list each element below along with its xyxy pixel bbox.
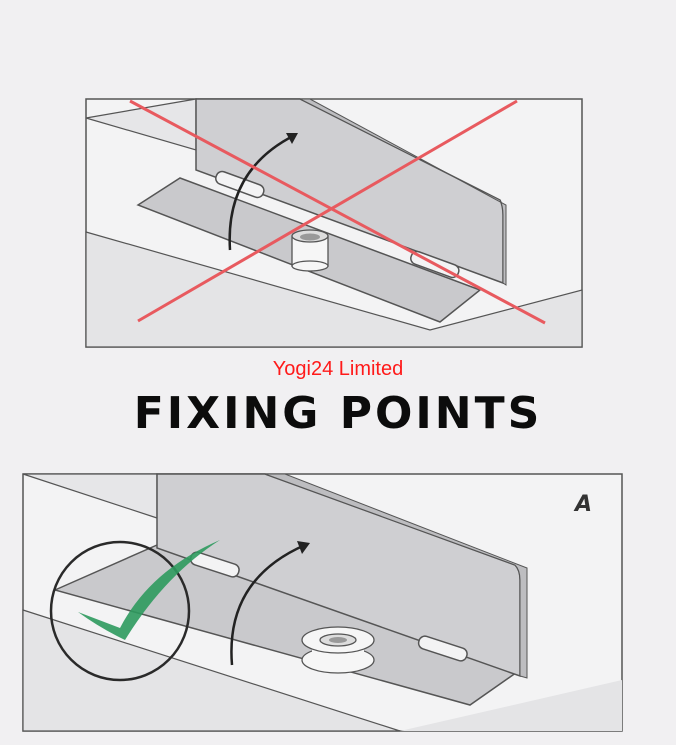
page-title: FIXING POINTS [133, 388, 543, 439]
arrow-icon [297, 541, 310, 554]
incorrect-fixing-illustration [85, 98, 583, 348]
watermark-text: Yogi24 Limited [272, 358, 404, 380]
panel-label: A [573, 492, 592, 517]
flanged-nut-icon [301, 626, 375, 674]
arrow-icon [286, 133, 298, 144]
highlight-circle [49, 540, 191, 682]
green-check-icon [78, 540, 220, 640]
correct-fixing-illustration: A [22, 473, 623, 732]
red-cross-icon [129, 99, 546, 325]
nut-icon [291, 229, 329, 272]
